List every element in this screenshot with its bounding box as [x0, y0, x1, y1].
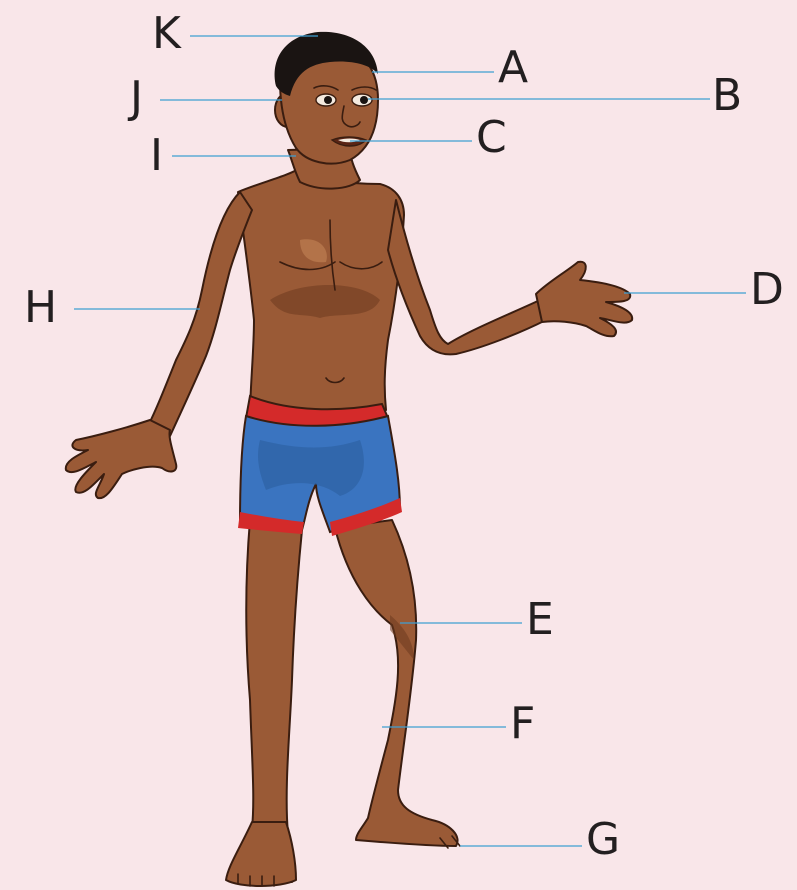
leader-lines [74, 36, 746, 846]
foot-right [226, 822, 296, 886]
leg-left [335, 520, 458, 846]
label-a: A [498, 42, 528, 93]
label-i: I [150, 130, 163, 181]
label-c: C [476, 112, 507, 163]
label-h: H [24, 282, 57, 333]
hand-right [66, 420, 177, 498]
hand-left [536, 262, 632, 337]
arm-right [148, 192, 252, 436]
label-f: F [510, 698, 535, 749]
label-j: J [127, 72, 143, 123]
label-d: D [750, 264, 784, 315]
head [275, 32, 378, 164]
swim-shorts [238, 396, 402, 536]
label-g: G [586, 814, 620, 865]
arm-left [388, 200, 546, 354]
label-b: B [712, 70, 742, 121]
label-e: E [526, 594, 554, 645]
label-k: K [152, 8, 182, 59]
